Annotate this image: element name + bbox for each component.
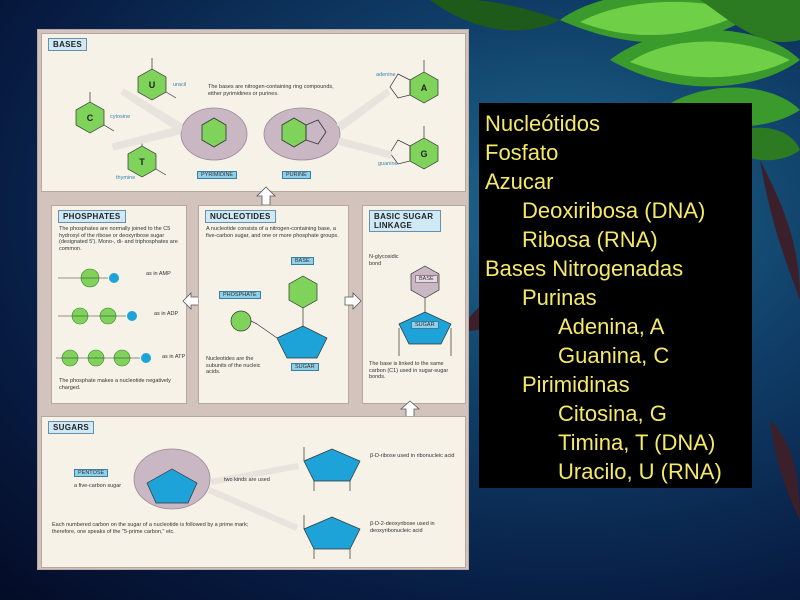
pyrimidine-tag: PYRIMIDINE [197,171,238,179]
up-arrow-icon [256,186,276,206]
base-letter-u: U [149,80,156,90]
guanine-label: guanine [378,161,398,167]
summary-citosina: Citosina, G [558,401,667,426]
nucleotides-title: NUCLEOTIDES [205,210,276,223]
phosphates-panel: PHOSPHATES The phosphates are normally j… [51,205,187,404]
linkage-sugar-tag: SUGAR [411,321,439,329]
pentose-description: a five-carbon sugar [74,483,122,489]
summary-purinas: Purinas [522,285,597,310]
phosphates-note: The phosphates are normally joined to th… [59,226,178,252]
linkage-footer: The base is linked to the same carbon (C… [369,361,449,380]
summary-nucleotidos: Nucleótidos [485,111,600,136]
atp-label: as in ATP [162,354,186,360]
summary-uracilo: Uracilo, U (RNA) [558,459,722,484]
bases-diagram: U C T A G [75,58,439,178]
summary-fosfato: Fosfato [485,140,559,165]
ribose-description: β-D-ribose used in ribonucleic acid [370,453,455,459]
bases-panel: BASES [41,33,466,192]
summary-box: Nucleótidos Fosfato Azucar Deoxiribosa (… [479,103,752,488]
linkage-base-tag: BASE [415,275,438,283]
bases-title: BASES [48,38,88,51]
base-letter-a: A [421,83,428,93]
linkage-title: BASIC SUGAR LINKAGE [369,210,441,232]
summary-guanina: Guanina, C [558,343,670,368]
purine-tag: PURINE [282,171,311,179]
sugars-panel: SUGARS PENTOSE a five-carbon sugar [41,416,466,568]
sugars-footer: Each numbered carbon on the sugar of a n… [52,522,249,535]
phosphates-footer: The phosphate makes a nucleotide negativ… [59,378,171,391]
bases-note: The bases are nitrogen-containing ring c… [208,84,334,97]
deoxyribose-description: β-D-2-deoxyribose used in deoxyribonucle… [370,521,435,534]
base-letter-c: C [87,113,94,123]
summary-adenina: Adenina, A [558,314,665,339]
nucleotide-sugar-tag: SUGAR [291,363,319,371]
two-kinds-label: two kinds are used [224,477,270,483]
summary-azucar: Azucar [485,169,554,194]
base-letter-g: G [420,149,427,159]
summary-ribosa: Ribosa (RNA) [522,227,658,252]
nucleotide-structure [230,275,328,359]
base-letter-t: T [139,157,145,167]
cytosine-label: cytosine [110,114,131,120]
phosphates-title: PHOSPHATES [58,210,126,223]
summary-timina: Timina, T (DNA) [558,430,716,455]
summary-pirimidinas: Pirimidinas [522,372,630,397]
right-arrow-icon [344,292,362,310]
linkage-panel: BASIC SUGAR LINKAGE N-glycosidic bond BA… [362,205,466,404]
sugars-diagram [133,447,361,559]
thymine-label: thymine [116,175,136,181]
phosphate-structures [56,268,151,367]
nucleotides-note: A nucleotide consists of a nitrogen-cont… [206,226,339,239]
adp-label: as in ADP [154,311,179,317]
nucleotide-figure: BASES [37,29,469,570]
nucleotide-phosphate-tag: PHOSPHATE [219,291,261,299]
nucleotides-panel: NUCLEOTIDES A nucleotide consists of a n… [198,205,349,404]
nucleotide-base-tag: BASE [291,257,314,265]
nucleotides-footer: Nucleotides are the subunits of the nucl… [206,356,261,375]
glycosidic-bond-label: N-glycosidic bond [369,254,399,267]
pentose-tag: PENTOSE [74,469,109,477]
summary-bases-nitrogenadas: Bases Nitrogenadas [485,256,684,281]
sugars-title: SUGARS [48,421,95,434]
amp-label: as in AMP [146,271,171,277]
adenine-label: adenine [376,72,396,78]
uracil-label: uracil [173,82,187,88]
summary-deoxiribosa: Deoxiribosa (DNA) [522,198,706,223]
